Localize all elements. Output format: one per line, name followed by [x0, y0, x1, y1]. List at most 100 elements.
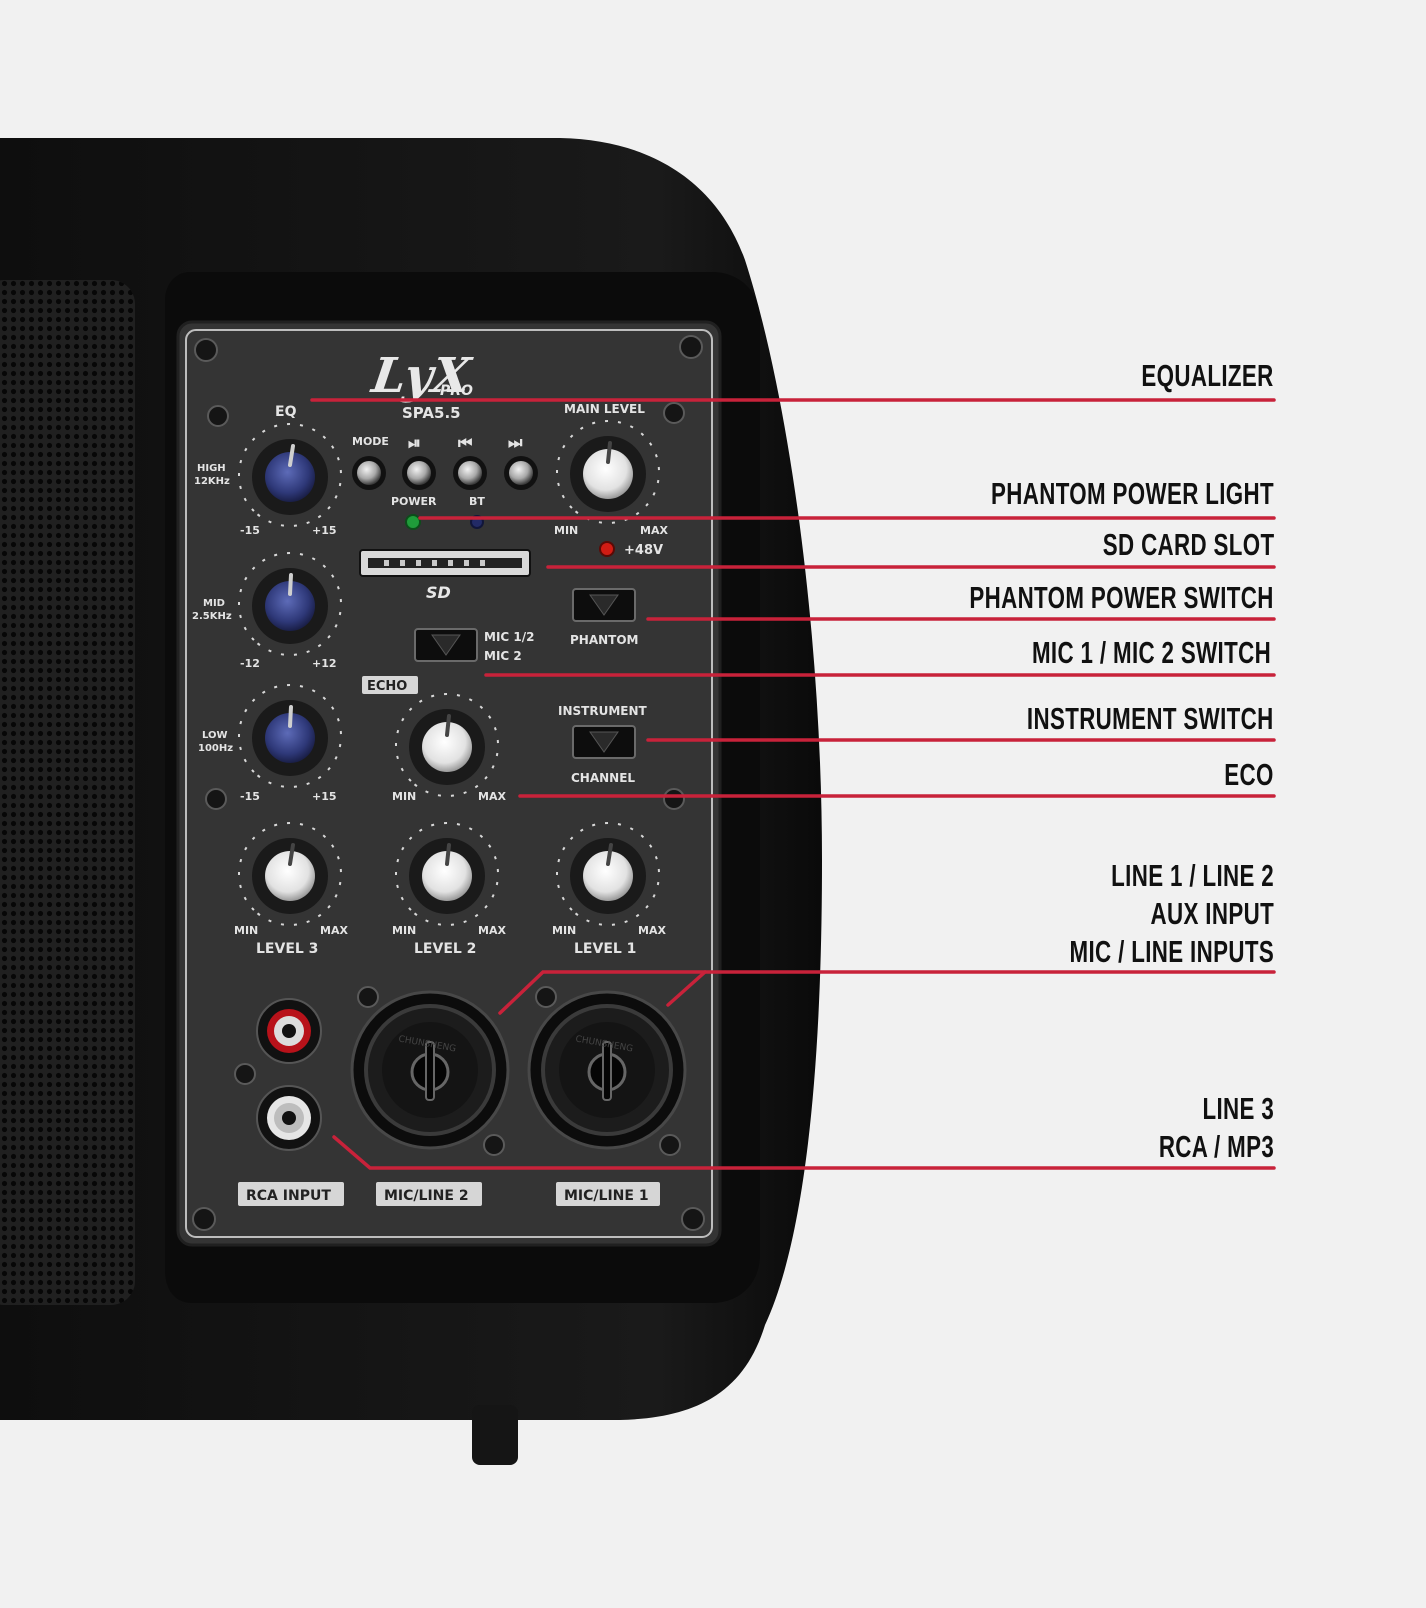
callout-mic-switch: MIC 1 / MIC 2 SWITCH: [1032, 635, 1271, 671]
callout-line-3-text: LINE 3: [1202, 1091, 1274, 1126]
main-level-max: MAX: [640, 524, 668, 537]
leader-mic-line-inputs: [498, 970, 1276, 1015]
level1-min: MIN: [552, 924, 576, 937]
callout-aux-input-text: AUX INPUT: [1150, 896, 1274, 931]
rca-jack-white[interactable]: [256, 1085, 322, 1151]
callout-instrument-text: INSTRUMENT SWITCH: [1027, 701, 1274, 736]
brand-logo-sub: PRO: [440, 383, 473, 399]
callout-eco: ECO: [1225, 757, 1274, 793]
knob-eq-high[interactable]: [218, 403, 362, 547]
leader-mic-line-inputs-2: [666, 970, 707, 1007]
rca-input-badge: [238, 1182, 344, 1206]
knob-level-2[interactable]: [375, 802, 519, 946]
echo-min: MIN: [392, 790, 416, 803]
instrument-label: INSTRUMENT: [558, 704, 648, 718]
mic-line-1-label: MIC/LINE 1: [564, 1188, 649, 1204]
mic-switch-label-2: MIC 2: [484, 649, 522, 663]
eq-label: EQ: [275, 404, 297, 420]
sd-logo: SD: [426, 583, 451, 602]
eq-high-max: +15: [312, 524, 337, 537]
rca-input-label: RCA INPUT: [246, 1188, 331, 1204]
speaker-foot: [472, 1405, 518, 1465]
eq-high-label: HIGH: [197, 463, 226, 474]
channel-label: CHANNEL: [571, 771, 635, 785]
callout-mic-line-inputs-text: MIC / LINE INPUTS: [1069, 934, 1274, 969]
prev-track-icon: ⏮: [458, 433, 472, 452]
phantom-led: [599, 541, 615, 557]
eq-mid-label: MID: [203, 598, 225, 609]
callout-sd-card-slot: SD CARD SLOT: [1102, 527, 1274, 563]
eq-high-min: -15: [240, 524, 260, 537]
echo-max: MAX: [478, 790, 506, 803]
callout-mic-switch-text: MIC 1 / MIC 2 SWITCH: [1031, 635, 1271, 670]
mic-select-switch[interactable]: [414, 628, 478, 662]
callout-line-3: LINE 3 RCA / MP3: [1159, 1090, 1274, 1166]
eq-mid-min: -12: [240, 657, 260, 670]
play-pause-button[interactable]: [402, 456, 436, 490]
level3-max: MAX: [320, 924, 348, 937]
eq-low-freq: 100Hz: [198, 743, 233, 754]
eq-low-min: -15: [240, 790, 260, 803]
knob-eq-low[interactable]: [218, 664, 362, 808]
phantom-voltage-label: +48V: [624, 543, 663, 558]
power-label: POWER: [391, 495, 437, 508]
phantom-label: PHANTOM: [570, 633, 639, 647]
next-track-button[interactable]: [504, 456, 538, 490]
phantom-power-switch[interactable]: [572, 588, 636, 622]
speaker-grille: [0, 280, 135, 1305]
mic-line-2-label: MIC/LINE 2: [384, 1188, 469, 1204]
bt-label: BT: [469, 495, 485, 508]
instrument-switch[interactable]: [572, 725, 636, 759]
leader-rca: [332, 1135, 1276, 1170]
mic-line-2-badge: [376, 1182, 482, 1206]
level3-min: MIN: [234, 924, 258, 937]
callout-equalizer: EQUALIZER: [1142, 358, 1274, 394]
mode-button[interactable]: [352, 456, 386, 490]
next-track-icon: ⏭: [508, 433, 523, 452]
brand-logo: LyX: [367, 348, 476, 404]
level2-label: LEVEL 2: [414, 941, 476, 957]
level1-max: MAX: [638, 924, 666, 937]
callout-phantom-power-switch: PHANTOM POWER SWITCH: [970, 580, 1274, 616]
level2-max: MAX: [478, 924, 506, 937]
level1-label: LEVEL 1: [574, 941, 636, 957]
power-led: [405, 514, 421, 530]
callout-rca-mp3-text: RCA / MP3: [1158, 1129, 1274, 1164]
mic-switch-label-1: MIC 1/2: [484, 630, 534, 644]
eq-mid-freq: 2.5KHz: [192, 611, 232, 622]
mode-label: MODE: [352, 435, 389, 448]
knob-echo[interactable]: [375, 673, 519, 817]
callout-line-inputs: LINE 1 / LINE 2 AUX INPUT MIC / LINE INP…: [1069, 857, 1274, 971]
eq-mid-max: +12: [312, 657, 337, 670]
eq-high-freq: 12KHz: [194, 476, 230, 487]
rca-jack-red[interactable]: [256, 998, 322, 1064]
mic-line-1-badge: [556, 1182, 660, 1206]
combo-jack-mic-line-1[interactable]: CHUNSHENG: [527, 990, 687, 1150]
level2-min: MIN: [392, 924, 416, 937]
eq-low-max: +15: [312, 790, 337, 803]
knob-main-level[interactable]: [536, 400, 680, 544]
panel-screws: [192, 335, 705, 1231]
callout-phantom-light-text: PHANTOM POWER LIGHT: [991, 476, 1274, 511]
level3-label: LEVEL 3: [256, 941, 318, 957]
callout-phantom-switch-text: PHANTOM POWER SWITCH: [969, 580, 1274, 615]
callout-sd-text: SD CARD SLOT: [1102, 527, 1274, 562]
knob-eq-mid[interactable]: [218, 532, 362, 676]
callout-eco-text: ECO: [1224, 757, 1274, 792]
prev-track-button[interactable]: [453, 456, 487, 490]
callout-equalizer-text: EQUALIZER: [1141, 358, 1274, 393]
knob-level-1[interactable]: [536, 802, 680, 946]
model-number: SPA5.5: [402, 404, 461, 422]
callout-instrument-switch: INSTRUMENT SWITCH: [1027, 701, 1274, 737]
echo-badge: [362, 676, 418, 694]
main-level-min: MIN: [554, 524, 578, 537]
combo-jack-mic-line-2[interactable]: CHUNSHENG: [350, 990, 510, 1150]
callout-lines: [310, 398, 1276, 1170]
play-pause-icon: ⏯: [408, 433, 421, 452]
knob-level-3[interactable]: [218, 802, 362, 946]
main-level-label: MAIN LEVEL: [564, 402, 645, 416]
echo-label: ECHO: [367, 679, 407, 694]
eq-low-label: LOW: [202, 730, 228, 741]
callout-line-1-2-text: LINE 1 / LINE 2: [1111, 858, 1274, 893]
